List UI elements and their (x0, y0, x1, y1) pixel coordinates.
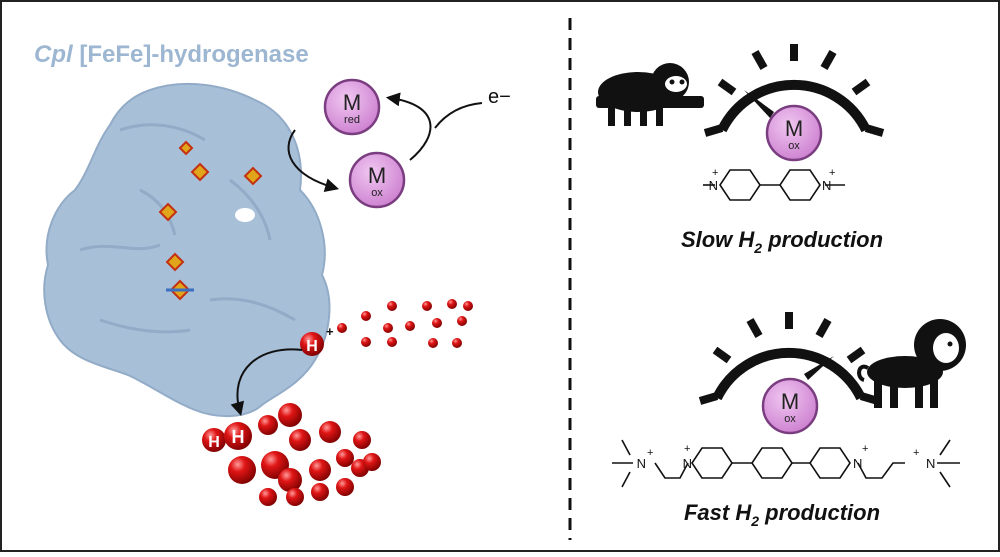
electron-label: e− (488, 86, 511, 108)
proton-swarm (337, 299, 473, 348)
mediator-fast: M ox (761, 377, 819, 435)
lion-icon (857, 319, 966, 408)
pyridinium-charge-right: + (862, 443, 868, 455)
svg-text:H: H (232, 427, 245, 447)
ammonium-charge-right: + (913, 447, 919, 459)
h2-formation-arrow (230, 348, 303, 417)
svg-text:+: + (326, 324, 334, 339)
svg-text:ox: ox (371, 187, 383, 199)
iron-sulfur-clusters (158, 140, 263, 301)
mediator-slow: M ox (765, 104, 823, 162)
slow-caption: Slow H2 production (681, 227, 883, 256)
svg-text:ox: ox (788, 140, 800, 152)
speed-gauge-fast (698, 312, 880, 405)
protons: H + (300, 299, 473, 356)
sloth-icon (596, 63, 704, 126)
svg-text:H: H (208, 434, 220, 451)
extended-viologen-structure (612, 439, 960, 488)
reduction-arrow (287, 129, 340, 192)
mediator-reduced: M red (323, 78, 381, 136)
charge-left: + (712, 167, 718, 179)
speed-gauge-slow (703, 44, 885, 137)
svg-text:H: H (306, 338, 318, 355)
pyridinium-charge-left: + (684, 443, 690, 455)
svg-text:M: M (368, 163, 386, 188)
svg-text:ox: ox (784, 413, 796, 425)
ammonium-charge-left: + (647, 447, 653, 459)
fast-caption: Fast H2 production (684, 500, 880, 529)
n-label-left: N (709, 178, 718, 193)
ammonium-n-left: N (637, 456, 646, 471)
mediator-oxidized: M ox (348, 151, 406, 209)
electron-arrow (434, 102, 483, 129)
enzyme-title: Cpl [FeFe]-hydrogenase (34, 41, 309, 68)
n-label-right: N (822, 178, 831, 193)
oxidation-arrow (385, 92, 432, 161)
methyl-viologen-structure (703, 169, 845, 201)
svg-text:M: M (343, 90, 361, 115)
hydrogen-molecules: H H (202, 403, 381, 506)
svg-text:M: M (781, 389, 799, 414)
svg-text:M: M (785, 116, 803, 141)
charge-right: + (829, 167, 835, 179)
pyridinium-n-left: N (683, 456, 692, 471)
pyridinium-n-right: N (853, 456, 862, 471)
ammonium-n-right: N (926, 456, 935, 471)
svg-text:red: red (344, 114, 360, 126)
